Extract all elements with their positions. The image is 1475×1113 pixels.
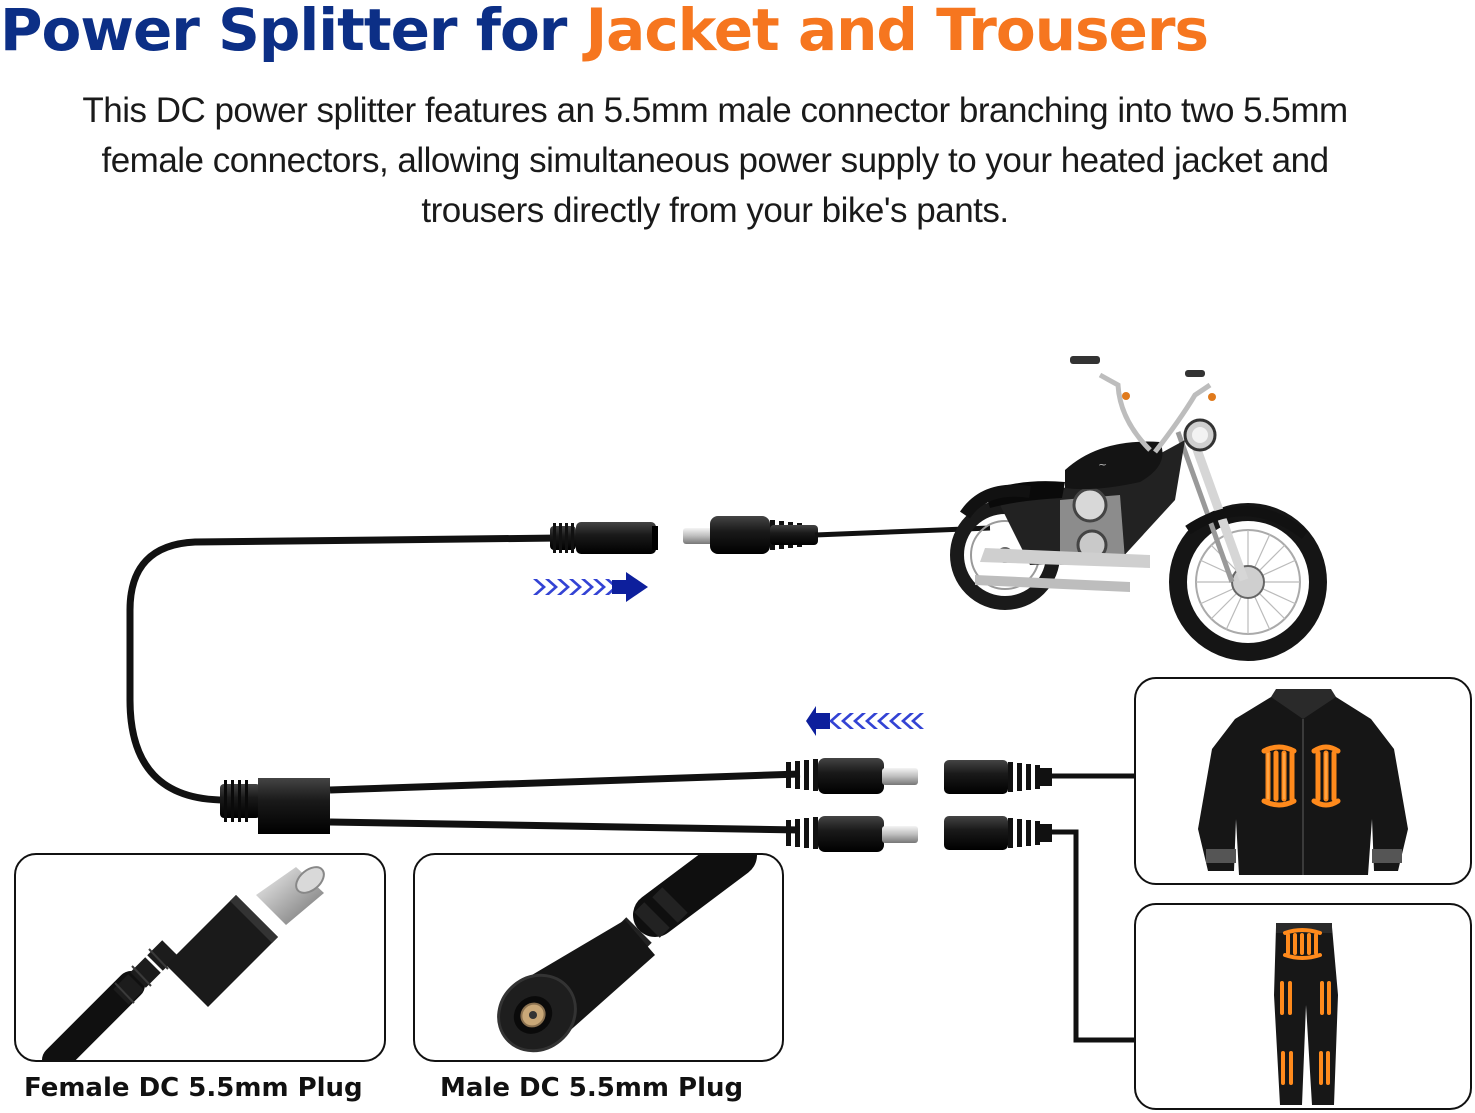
main-cable (126, 534, 561, 804)
splitter-hub (220, 778, 330, 834)
jacket-panel (1134, 677, 1472, 885)
top-female-connector (550, 522, 658, 554)
trousers-panel (1134, 903, 1472, 1110)
male-plug-caption: Male DC 5.5mm Plug (440, 1073, 744, 1103)
description-line-3: trousers directly from your bike's pants… (421, 191, 1009, 230)
title-part-1: Power Splitter for (0, 0, 586, 64)
output-cable-2 (329, 818, 801, 834)
female-plug-closeup-icon (497, 855, 757, 1053)
svg-text:~: ~ (1098, 458, 1107, 471)
title-part-2: Jacket and Trousers (585, 0, 1209, 64)
output-cable-1 (329, 770, 801, 794)
heated-jacket-icon (1198, 689, 1408, 875)
description-line-1: This DC power splitter features an 5.5mm… (82, 91, 1348, 130)
heated-trousers-icon (1274, 923, 1338, 1105)
arrow-left-icon (806, 706, 924, 736)
female-plug-panel (14, 853, 386, 1062)
jacket-female-connector (944, 760, 1140, 794)
female-plug-caption: Female DC 5.5mm Plug (24, 1073, 363, 1103)
description: This DC power splitter features an 5.5mm… (0, 86, 1430, 236)
splitter-male-connector-1 (786, 758, 918, 794)
description-line-2: female connectors, allowing simultaneous… (101, 141, 1329, 180)
top-male-connector (683, 516, 991, 554)
splitter-male-connector-2 (786, 816, 918, 852)
arrow-right-icon (533, 572, 648, 602)
page-title: Power Splitter for Jacket and Trousers (0, 0, 1475, 66)
trousers-female-connector (944, 816, 1140, 1043)
male-plug-closeup-icon (42, 866, 325, 1060)
motorcycle-icon: ~ (950, 356, 1327, 661)
male-plug-panel (413, 853, 784, 1062)
